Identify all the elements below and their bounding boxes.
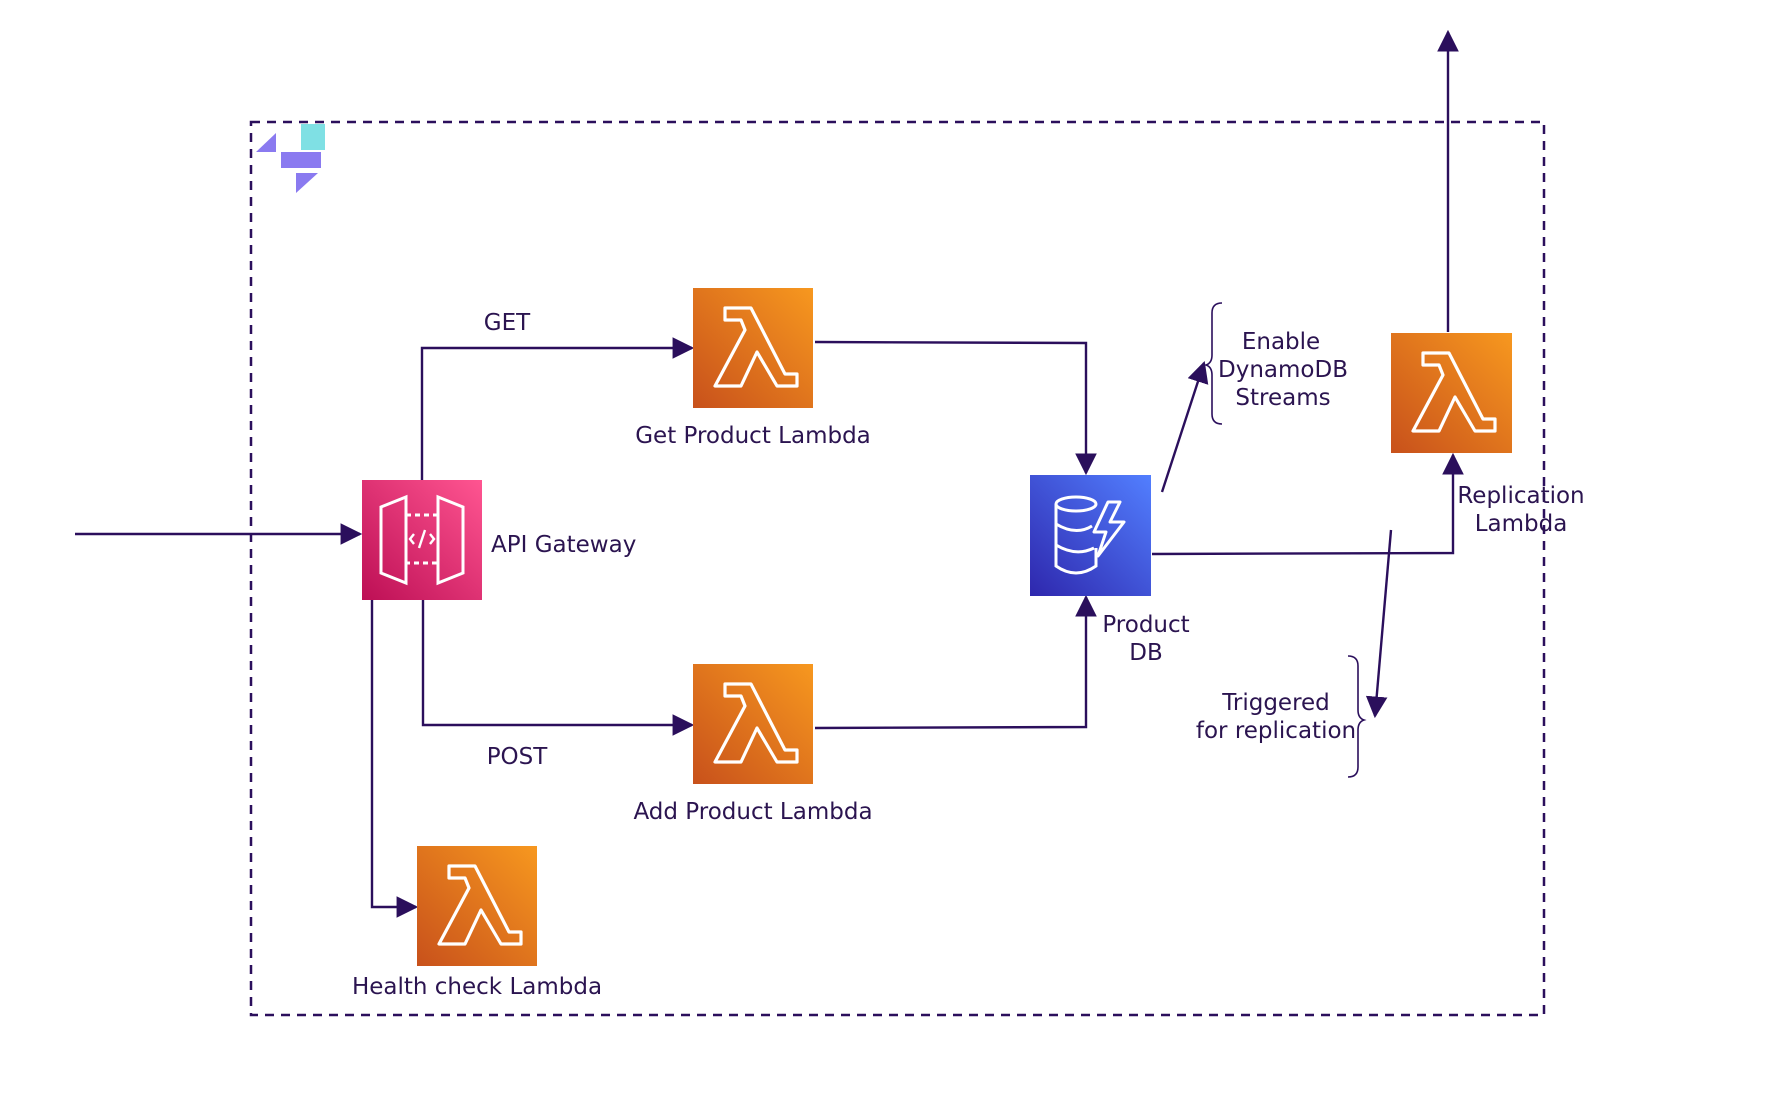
streams-note-line3: Streams	[1235, 385, 1330, 411]
get-product-lambda-label: Get Product Lambda	[635, 423, 871, 449]
product-db-label-line2: DB	[1129, 640, 1163, 666]
api-gateway-node[interactable]	[362, 480, 482, 600]
dynamodb-icon	[1054, 495, 1126, 575]
add-product-lambda-node[interactable]	[693, 664, 813, 784]
triggered-note-line1: Triggered	[1221, 690, 1330, 716]
edge-label-get: GET	[484, 310, 531, 336]
brace-triggered	[1347, 655, 1367, 778]
get-product-lambda-node[interactable]	[693, 288, 813, 408]
edge-label-post: POST	[487, 744, 549, 770]
edge-api-to-get-lambda	[420, 337, 695, 480]
brand-logo-icon	[256, 124, 325, 193]
replication-lambda-label-line2: Lambda	[1475, 511, 1568, 537]
brace-streams	[1203, 302, 1223, 425]
edge-api-to-health-lambda	[370, 600, 419, 918]
replication-lambda-label-line1: Replication	[1457, 483, 1584, 509]
health-check-lambda-label: Health check Lambda	[352, 974, 602, 1000]
product-db-node[interactable]	[1030, 475, 1151, 596]
streams-note-line2: DynamoDB	[1218, 357, 1348, 383]
replication-lambda-node[interactable]	[1391, 333, 1512, 453]
api-gateway-label: API Gateway	[491, 532, 636, 558]
edge-add-lambda-to-db	[814, 594, 1097, 730]
triggered-note-line2: for replication	[1196, 718, 1356, 744]
health-check-lambda-node[interactable]	[417, 846, 537, 966]
product-db-label-line1: Product	[1102, 612, 1189, 638]
streams-note-line1: Enable	[1242, 329, 1320, 355]
api-gateway-icon	[379, 494, 465, 586]
edge-get-lambda-to-db	[814, 340, 1097, 476]
edge-enable-streams	[1160, 360, 1209, 493]
edge-db-to-replication-lambda	[1151, 452, 1464, 556]
add-product-lambda-label: Add Product Lambda	[633, 799, 872, 825]
edge-triggered-replication	[1365, 529, 1393, 719]
account-boundary	[249, 120, 1546, 1017]
edge-api-to-add-lambda	[421, 600, 695, 736]
